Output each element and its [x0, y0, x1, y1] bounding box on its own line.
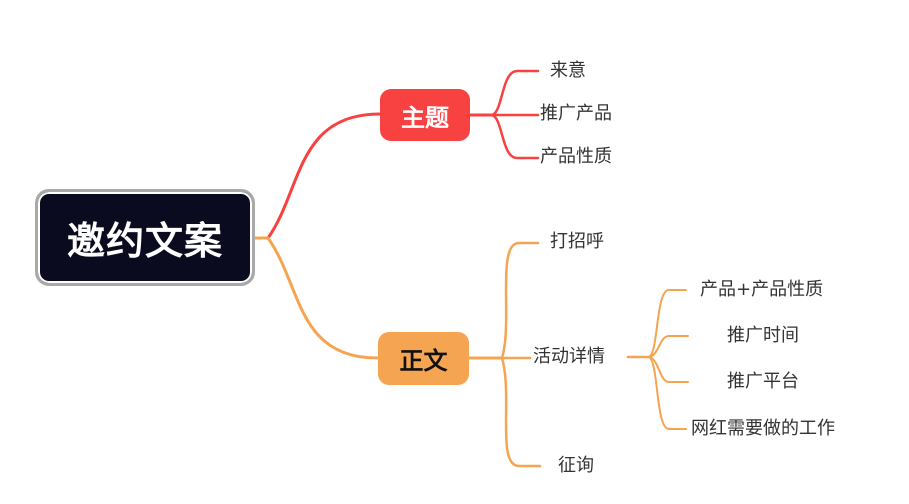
edge-zhuti-to-chanpinxingzhi	[489, 113, 540, 160]
root-topic[interactable]: 邀约文案	[35, 189, 255, 286]
edge-root-to-zhuti	[266, 112, 382, 240]
edge-to-wanghong-work	[647, 356, 687, 430]
edge-to-chanpin-plus	[647, 289, 687, 358]
edge-to-tuiguangshijian	[647, 335, 689, 358]
topic-zhengwen[interactable]: 正文	[378, 332, 469, 385]
topic-zhuti[interactable]: 主题	[380, 89, 470, 141]
leaf-zhengxun[interactable]: 征询	[558, 455, 594, 476]
leaf-tuiguangchanpin[interactable]: 推广产品	[540, 103, 612, 124]
edge-zhuti-to-laiyi	[489, 69, 540, 117]
leaf-chanpin-plus-xingzhi[interactable]: 产品+产品性质	[700, 279, 824, 300]
edge-zhengwen-to-zhengxun	[500, 356, 542, 468]
leaf-chanpinxingzhi[interactable]: 产品性质	[540, 146, 612, 167]
leaf-wanghong-work[interactable]: 网红需要做的工作	[691, 418, 835, 439]
edge-root-to-zhengwen	[266, 236, 380, 360]
leaf-tuiguangshijian[interactable]: 推广时间	[727, 325, 799, 346]
leaf-tuiguangpingtai[interactable]: 推广平台	[727, 371, 799, 392]
leaf-huodongxiangqing[interactable]: 活动详情	[533, 346, 605, 367]
edge-zhengwen-to-dazhaohu	[500, 241, 540, 360]
leaf-dazhaohu[interactable]: 打招呼	[550, 231, 604, 252]
leaf-laiyi[interactable]: 来意	[550, 60, 586, 81]
